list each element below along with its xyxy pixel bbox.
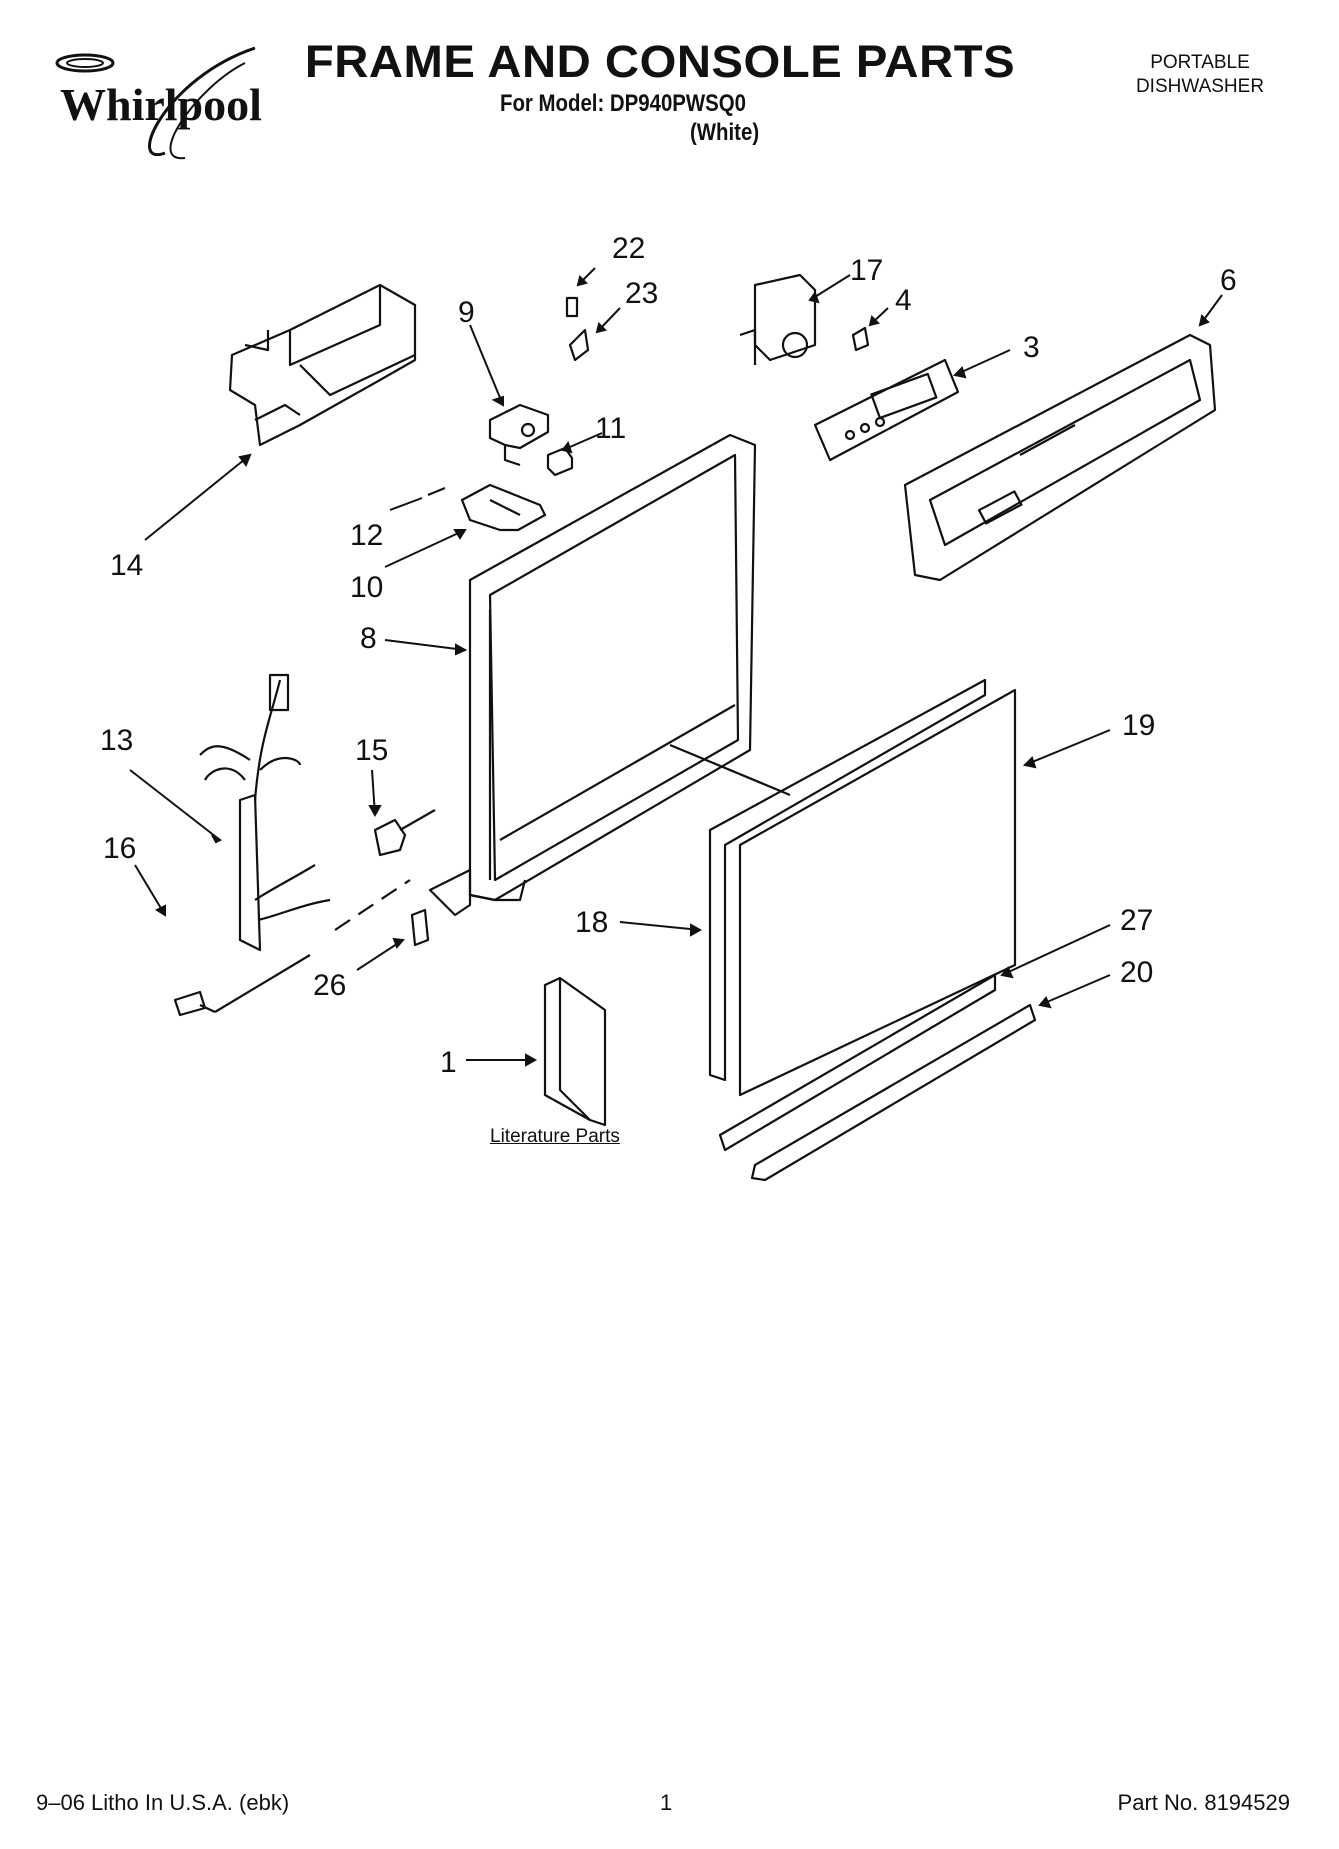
callout-6: 6 — [1220, 264, 1237, 297]
page-title: FRAME AND CONSOLE PARTS — [304, 36, 1016, 87]
callout-14: 15 — [355, 734, 388, 767]
callout-12: 12 — [350, 519, 383, 552]
part-number: Part No. 8194529 — [1117, 1790, 1290, 1815]
model-variant: (White) — [690, 119, 760, 146]
part-12-pin — [427, 486, 446, 497]
callout-3: 3 — [1023, 331, 1040, 364]
callout-9: 9 — [458, 296, 475, 329]
part-16-cover — [228, 283, 417, 447]
part-14-connector — [373, 809, 436, 857]
callout-13: 13 — [100, 724, 133, 757]
part-26-clip — [410, 908, 430, 947]
part-4-clip — [851, 326, 870, 352]
callout-19: 19 — [1122, 709, 1155, 742]
callout-18: 18 — [575, 906, 608, 939]
page-number: 1 — [660, 1790, 673, 1815]
part-8-frame — [428, 433, 757, 917]
part-9-bracket — [488, 403, 550, 467]
model-number: For Model: DP940PWSQ0 — [500, 90, 746, 117]
callout-16: 14 — [110, 549, 143, 582]
whirlpool-logo: Whirlpool — [55, 46, 262, 160]
callout-8: 8 — [360, 622, 377, 655]
part-1-literature — [543, 976, 607, 1127]
brand-wordmark: Whirlpool — [60, 79, 262, 130]
callout-23: 23 — [625, 277, 658, 310]
literature-parts-label: Literature Parts — [490, 1126, 620, 1147]
part-13-harness — [199, 673, 331, 952]
part-19-door-panel — [738, 688, 1017, 1097]
callout-1: 1 — [440, 1046, 457, 1079]
part-6-console — [903, 333, 1217, 582]
callout-10: 10 — [350, 571, 383, 604]
product-type-line1: PORTABLE — [1150, 52, 1250, 73]
footer-print-info: 9–06 Litho In U.S.A. (ebk) — [36, 1790, 290, 1815]
part-20-trim — [750, 1003, 1037, 1182]
part-27-strip — [718, 973, 997, 1152]
part-10-holder — [460, 483, 547, 532]
part-15-screw — [173, 954, 311, 1017]
callout-17: 17 — [850, 254, 883, 287]
callout-20: 20 — [1120, 956, 1153, 989]
part-22-spring — [565, 296, 579, 318]
callout-27: 27 — [1120, 904, 1153, 937]
callout-11: 11 — [595, 412, 626, 445]
part-23-latch — [568, 328, 590, 362]
callout-4: 4 — [895, 284, 912, 317]
part-18-door-panel — [708, 678, 987, 1082]
callout-26: 26 — [313, 969, 346, 1002]
part-3-control-panel — [813, 358, 960, 462]
product-type-line2: DISHWASHER — [1135, 76, 1265, 97]
callout-22: 22 — [612, 232, 645, 265]
part-17-switch — [739, 273, 817, 365]
callout-15: 16 — [103, 832, 136, 865]
